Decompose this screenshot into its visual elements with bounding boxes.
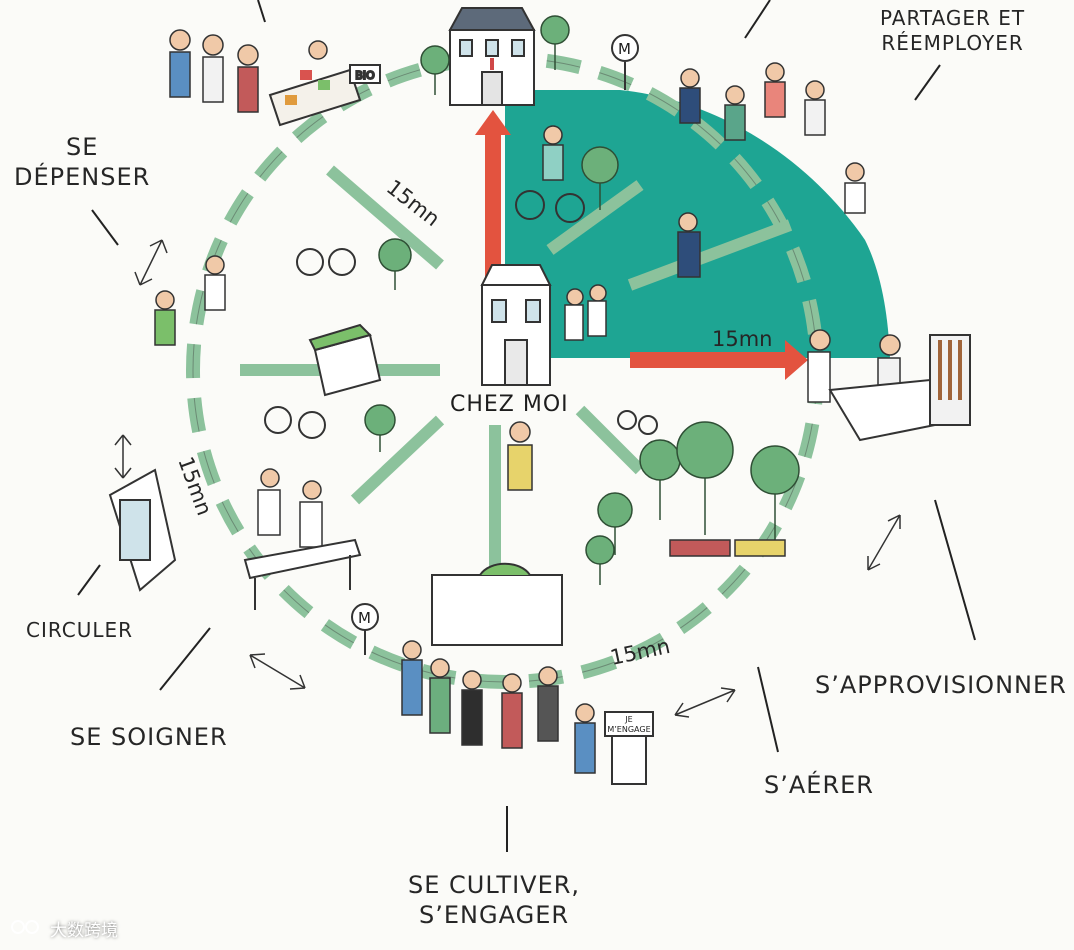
bike-share-dock [108,468,177,592]
svg-text:M: M [618,40,632,58]
watermark: 大数跨境 [50,921,118,941]
label-circuler: CIRCULER [26,618,134,642]
garden-planter [308,323,382,397]
leader-lines [77,0,976,852]
label-partager: PARTAGER ET RÉEMPLOYER [880,6,1026,55]
doctor-table [243,538,362,610]
bicycle-icon [264,190,658,439]
svg-text:M’ENGAGE: M’ENGAGE [607,725,650,734]
label-depenser: SE DÉPENSER [14,133,151,191]
town-hall-icon [448,7,536,106]
home-building-icon [480,264,552,386]
red-arrow-right [630,340,808,380]
svg-text:BIO: BIO [355,69,375,82]
tree-icon [364,15,800,585]
market-stall: BIO [268,64,381,127]
radial-paths [240,165,793,570]
theatre-stage [431,562,563,646]
engage-box: JE M’ENGAGE [604,711,654,785]
svg-text:JE: JE [624,715,632,724]
duration-right: 15mn [712,327,773,351]
double-arrow-icon [114,239,901,718]
metro-bottom-icon: M [351,603,379,655]
label-aerer: S’AÉRER [764,771,874,799]
label-cultiver: SE CULTIVER, S’ENGAGER [408,871,581,929]
label-soigner: SE SOIGNER [70,723,228,751]
people-figures [154,29,901,774]
shop-stall-right [828,334,971,442]
label-approvisionner: S’APPROVISIONNER [815,671,1067,699]
center-label: CHEZ MOI [450,392,569,417]
metro-top-icon: M [611,34,639,90]
duration-bottom: 15mn [608,634,672,670]
svg-text:M: M [358,609,372,627]
watermark-logo-icon [11,920,39,934]
